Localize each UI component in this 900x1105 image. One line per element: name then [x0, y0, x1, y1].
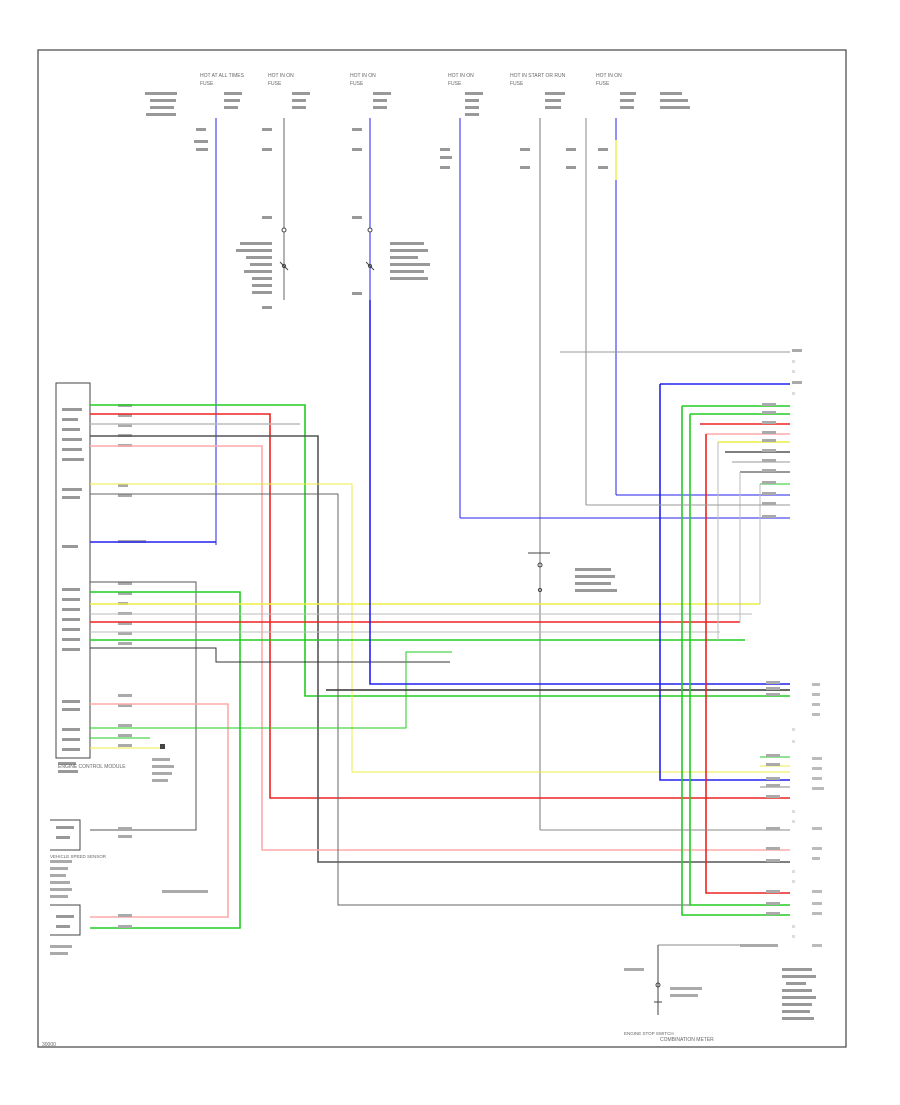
switch-arm-2	[365, 261, 375, 271]
switch-contact-2	[367, 263, 373, 269]
footer-id: 30000	[42, 1042, 56, 1048]
left-module-pins	[58, 408, 84, 773]
bottom-right-label: COMBINATION METER	[660, 1037, 714, 1043]
bottom-left-components	[50, 819, 208, 955]
right-bundle	[540, 351, 790, 916]
blue-wires	[326, 300, 790, 781]
right-component-text	[782, 968, 816, 1020]
relay-symbols	[279, 227, 550, 593]
bottom-switch	[654, 944, 740, 1015]
relay-contact-2	[367, 227, 373, 233]
switch-arm-1	[279, 261, 289, 271]
left-wires	[90, 404, 790, 929]
fuse-label-1: HOT AT ALL TIMES	[200, 73, 245, 79]
bottom-switch-text	[624, 968, 702, 997]
fuse-label-6: HOT IN ON	[596, 73, 622, 79]
left-module-title: ENGINE CONTROL MODULE	[58, 764, 126, 770]
fuse-name-3: FUSE	[350, 81, 364, 87]
fuse-name-1: FUSE	[200, 81, 214, 87]
top-text-blocks	[145, 92, 690, 592]
fuse-label-5: HOT IN START OR RUN	[510, 73, 566, 79]
fuse-label-3: HOT IN ON	[350, 73, 376, 79]
fuse-name-6: FUSE	[596, 81, 610, 87]
fuse-label-4: HOT IN ON	[448, 73, 474, 79]
bottom-left-label: VEHICLE SPEED SENSOR	[50, 854, 107, 859]
sensor-contact-icon	[537, 562, 543, 568]
top-fuse-headers: HOT AT ALL TIMES HOT IN ON HOT IN ON HOT…	[200, 73, 622, 87]
fuse-name-5: FUSE	[510, 81, 524, 87]
left-wire-labels	[118, 404, 146, 747]
relay-contact-1	[281, 227, 287, 233]
right-pin-dots	[792, 360, 795, 938]
right-pin-numbers	[812, 683, 824, 947]
bottom-label-small: ENGINE STOP SWITCH	[624, 1031, 674, 1036]
right-wire-labels	[740, 349, 802, 947]
fuse-label-2: HOT IN ON	[268, 73, 294, 79]
diagram-frame	[37, 49, 847, 1048]
sensor-small	[152, 744, 174, 782]
left-module-box	[55, 382, 91, 759]
switch-contact-1	[281, 263, 287, 269]
fuse-name-2: FUSE	[268, 81, 282, 87]
fuse-risers	[215, 118, 617, 830]
fuse-name-4: FUSE	[448, 81, 462, 87]
